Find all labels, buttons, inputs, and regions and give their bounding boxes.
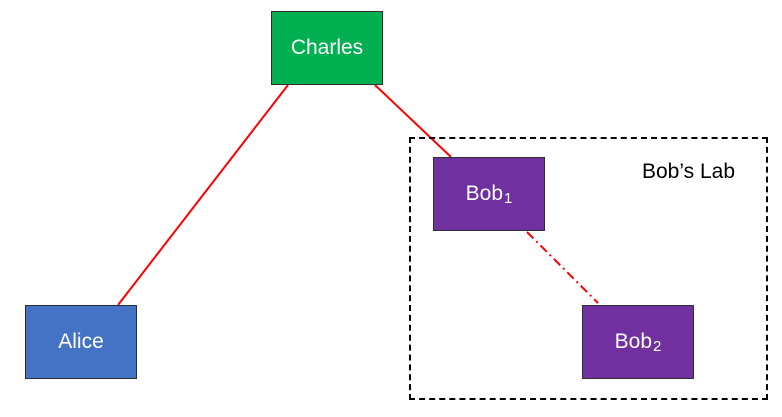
node-alice[interactable]: Alice	[25, 305, 137, 379]
node-bob1-subscript: 1	[504, 189, 513, 207]
node-bob2-subscript: 2	[653, 337, 662, 355]
node-charles-label: Charles	[290, 36, 364, 59]
edge-bob1-bob2	[526, 231, 599, 304]
edge-charles-bob1	[374, 84, 452, 158]
node-bob1-label: Bob	[465, 182, 504, 205]
node-alice-label: Alice	[58, 330, 104, 353]
edge-charles-alice	[117, 84, 289, 306]
bobs-lab-group-box	[409, 137, 768, 400]
node-bob2-label: Bob	[614, 330, 653, 353]
node-charles[interactable]: Charles	[271, 11, 383, 85]
bobs-lab-label: Bob’s Lab	[642, 160, 736, 183]
